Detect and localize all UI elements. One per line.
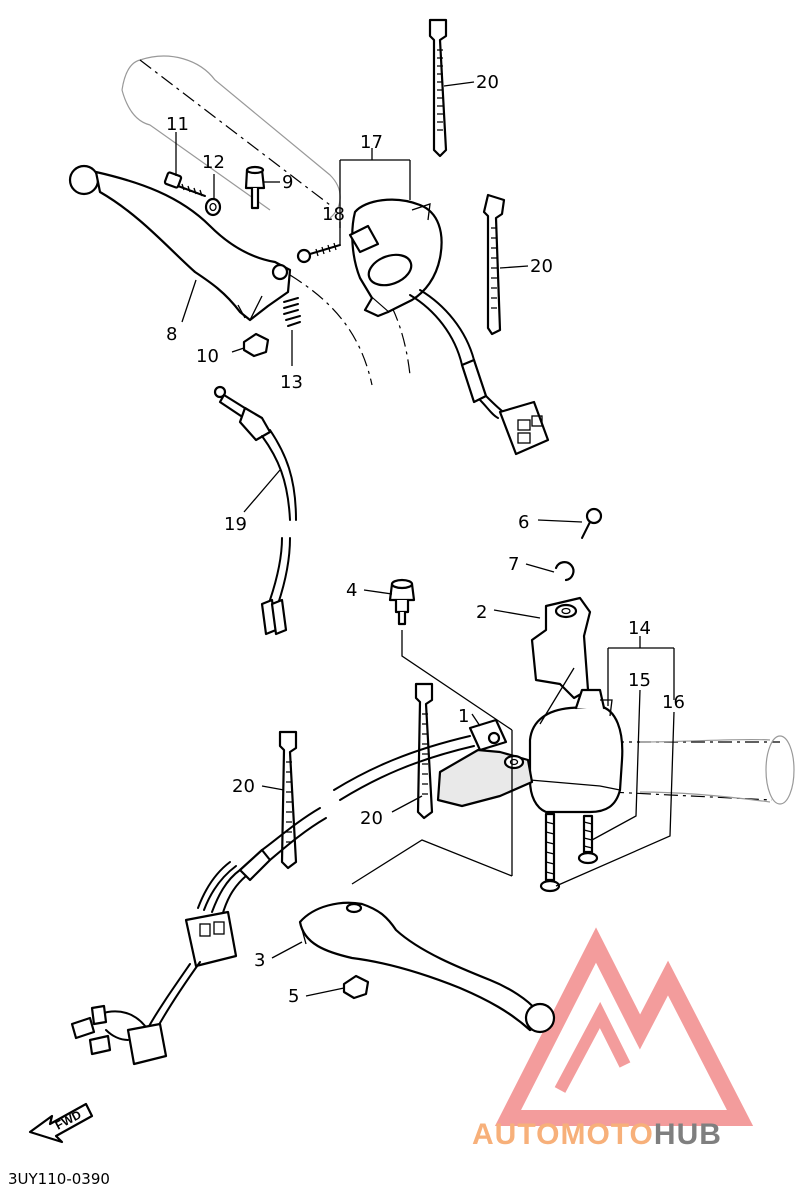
callout-20: 20: [360, 808, 383, 829]
left-handlebar-switch: [348, 198, 443, 318]
callout-12: 12: [202, 152, 225, 173]
callout-numbers: 20 20 17 18 9 11 12 8 10 13 19 6 7 4 2 1…: [166, 72, 685, 1007]
right-handlebar-switch: [528, 688, 624, 814]
screw-part-16: [539, 812, 561, 893]
right-switch-harness: [70, 735, 475, 1066]
callout-20: 20: [476, 72, 499, 93]
bolt-part-11: [163, 171, 206, 197]
drawing-code: 3UY110-0390: [8, 1170, 110, 1188]
callout-19: 19: [224, 514, 247, 535]
callout-1: 1: [458, 706, 469, 727]
callout-6: 6: [518, 512, 529, 533]
callout-18: 18: [322, 204, 345, 225]
callout-leaders: [175, 81, 675, 997]
callout-13: 13: [280, 372, 303, 393]
callout-2: 2: [476, 602, 487, 623]
watermark-text: AUTOMOTOHUB: [472, 1118, 722, 1151]
left-handlebar-grip: [121, 55, 341, 219]
watermark-text-part1: AUTOMOTO: [472, 1118, 654, 1151]
cable-tie-upper-right: [482, 193, 506, 336]
screw-part-18: [296, 242, 341, 264]
pivot-bolt-part-4: [388, 578, 416, 626]
clamp-part-2: [530, 596, 592, 700]
callout-20: 20: [530, 256, 553, 277]
cable-tie-top: [428, 18, 448, 158]
forward-direction-arrow: FWD: [28, 1102, 94, 1144]
pivot-bolt-part-9: [244, 165, 266, 210]
collar-part-12: [204, 197, 222, 217]
front-brake-lever: [298, 901, 556, 1034]
clutch-lever: [68, 164, 292, 322]
washer-part-7: [554, 561, 575, 582]
callout-17: 17: [360, 132, 383, 153]
callout-7: 7: [508, 554, 519, 575]
callout-3: 3: [254, 950, 265, 971]
callout-11: 11: [166, 114, 189, 135]
callout-15: 15: [628, 670, 651, 691]
callout-20: 20: [232, 776, 255, 797]
cable-tie-lower-left: [278, 730, 298, 870]
lever-bracket: [436, 748, 534, 808]
callout-14: 14: [628, 618, 651, 639]
callout-4: 4: [346, 580, 357, 601]
brake-switch-part-1: [468, 718, 508, 752]
screw-part-15: [577, 814, 599, 865]
callout-9: 9: [282, 172, 293, 193]
watermark-text-part2: HUB: [654, 1118, 722, 1151]
screw-part-6: [581, 507, 603, 539]
watermark-logo: [494, 927, 754, 1126]
nut-part-5: [342, 974, 370, 1000]
nut-part-10: [242, 332, 270, 358]
cable-tie-lower-middle: [414, 682, 434, 820]
callout-16: 16: [662, 692, 685, 713]
clutch-switch-part-19: [213, 385, 297, 636]
left-switch-harness: [409, 289, 550, 456]
assembly-leader-lines: [351, 630, 575, 885]
svg-text:AUTOMOTOHUB: AUTOMOTOHUB: [472, 1118, 722, 1151]
callout-8: 8: [166, 324, 177, 345]
callout-10: 10: [196, 346, 219, 367]
spring-part-13: [283, 297, 301, 327]
callout-5: 5: [288, 986, 299, 1007]
